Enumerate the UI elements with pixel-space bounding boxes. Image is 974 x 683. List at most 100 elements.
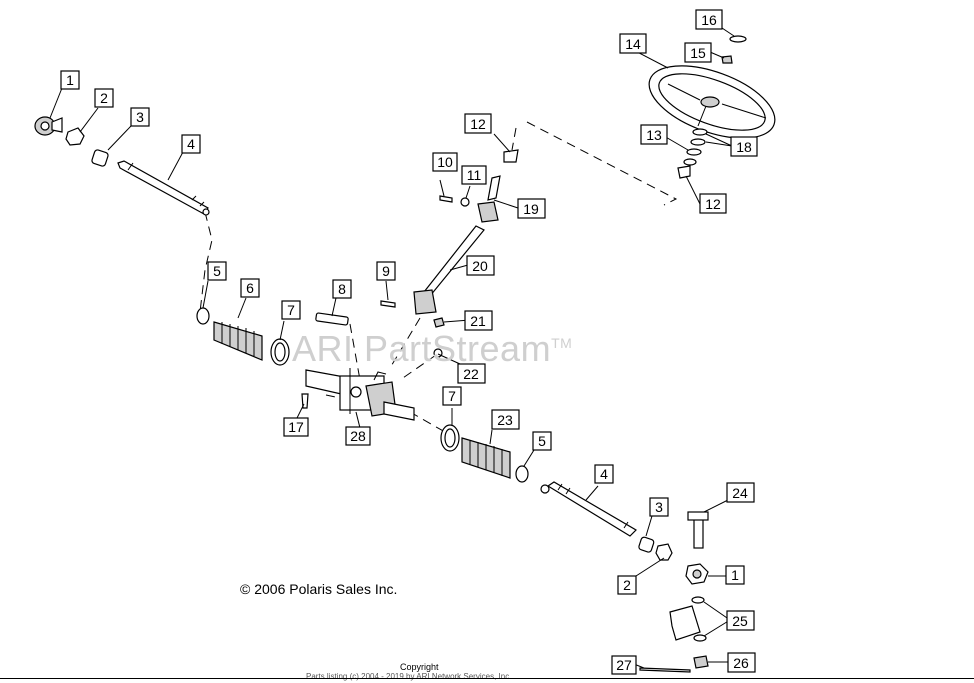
callout-1-top[interactable]: 1 [60, 70, 80, 90]
tie-rod-end-right [685, 563, 709, 585]
callout-1-bottom[interactable]: 1 [725, 565, 745, 585]
callout-16[interactable]: 16 [695, 9, 723, 30]
bolt-24 [687, 511, 709, 549]
callout-7-right[interactable]: 7 [442, 386, 462, 406]
callout-23[interactable]: 23 [491, 409, 520, 430]
svg-text:2: 2 [623, 577, 631, 593]
watermark-text: ARI PartStream [292, 328, 552, 369]
callout-20[interactable]: 20 [466, 255, 495, 276]
jam-nut-left [65, 127, 85, 146]
callout-4-bottom[interactable]: 4 [594, 464, 614, 484]
svg-text:21: 21 [470, 313, 486, 329]
copyright-notice: © 2006 Polaris Sales Inc. [240, 581, 398, 597]
svg-text:28: 28 [350, 428, 366, 444]
callout-7-left[interactable]: 7 [281, 300, 301, 320]
callout-10[interactable]: 10 [432, 152, 458, 172]
callout-3-bottom[interactable]: 3 [649, 497, 669, 517]
boot-clamp-left [91, 149, 109, 167]
lower-u-joint-20 [413, 289, 437, 315]
svg-text:27: 27 [616, 657, 632, 673]
callout-24[interactable]: 24 [726, 482, 755, 503]
svg-text:13: 13 [646, 127, 662, 143]
svg-text:2: 2 [100, 90, 108, 106]
svg-text:12: 12 [470, 116, 486, 132]
callout-22[interactable]: 22 [457, 363, 486, 384]
callout-14[interactable]: 14 [619, 33, 647, 54]
callout-4-top[interactable]: 4 [181, 134, 201, 154]
washer-13 [683, 158, 697, 166]
steering-shaft-19 [487, 175, 501, 201]
svg-text:18: 18 [736, 139, 752, 155]
callout-25[interactable]: 25 [726, 610, 755, 631]
callout-5-left[interactable]: 5 [207, 261, 227, 281]
callout-27[interactable]: 27 [611, 655, 637, 675]
callout-12-wheel[interactable]: 12 [699, 193, 727, 214]
svg-text:6: 6 [246, 280, 254, 296]
callout-9[interactable]: 9 [376, 261, 396, 281]
u-joint-19 [477, 201, 499, 223]
jam-nut-right [655, 543, 673, 561]
callout-2-bottom[interactable]: 2 [617, 575, 637, 595]
washer-11 [460, 197, 470, 207]
steering-rack-assembly [305, 368, 415, 421]
callout-18[interactable]: 18 [730, 136, 758, 157]
svg-text:24: 24 [732, 485, 748, 501]
svg-text:3: 3 [655, 499, 663, 515]
bolt-10 [439, 195, 453, 203]
callout-13[interactable]: 13 [640, 124, 668, 145]
svg-text:14: 14 [625, 36, 641, 52]
svg-text:23: 23 [497, 412, 513, 428]
watermark-trademark: TM [551, 335, 573, 351]
steering-wheel-14 [648, 65, 776, 139]
callout-11[interactable]: 11 [461, 165, 487, 185]
svg-text:3: 3 [136, 109, 144, 125]
nut-15 [721, 55, 733, 64]
clamp-small-left [196, 307, 210, 325]
assembly-dashed-lines [199, 121, 678, 433]
cotter-pin-27 [639, 667, 691, 673]
svg-text:5: 5 [538, 433, 546, 449]
svg-text:11: 11 [467, 167, 482, 183]
svg-text:17: 17 [288, 419, 304, 435]
tie-rod-end-left [34, 116, 63, 136]
svg-text:22: 22 [463, 366, 479, 382]
svg-text:1: 1 [66, 72, 74, 88]
svg-text:10: 10 [437, 154, 453, 170]
footer-copyright-heading: Copyright [400, 662, 439, 672]
callout-2-top[interactable]: 2 [94, 88, 114, 108]
svg-text:15: 15 [690, 45, 706, 61]
spacers-18 [686, 128, 708, 156]
callout-5-right[interactable]: 5 [532, 431, 552, 451]
callout-17[interactable]: 17 [283, 417, 309, 437]
svg-text:5: 5 [213, 263, 221, 279]
boot-clamp-right [638, 536, 655, 553]
callout-26[interactable]: 26 [727, 652, 756, 673]
svg-text:7: 7 [287, 302, 295, 318]
cap-16 [729, 35, 747, 43]
svg-text:20: 20 [472, 258, 488, 274]
footer-copyright-line: Parts listing (c) 2004 - 2019 by ARI Net… [306, 672, 512, 681]
callout-3-top[interactable]: 3 [130, 107, 150, 127]
rack-boot-right [461, 437, 511, 479]
svg-text:8: 8 [338, 281, 346, 297]
nut-26 [693, 655, 709, 669]
bushing-12 [677, 165, 691, 179]
svg-text:4: 4 [600, 466, 608, 482]
callout-21[interactable]: 21 [464, 310, 493, 331]
svg-text:26: 26 [733, 655, 749, 671]
callout-19[interactable]: 19 [517, 198, 546, 219]
boot-clamp-large-right [440, 424, 460, 452]
bracket-25 [669, 596, 707, 642]
callout-6[interactable]: 6 [240, 278, 260, 298]
boot-clamp-large-left [270, 338, 290, 366]
upper-bearing-12 [503, 149, 519, 163]
callout-15[interactable]: 15 [684, 42, 712, 63]
svg-text:9: 9 [382, 263, 390, 279]
inner-tie-rod-left [117, 160, 210, 216]
callout-28[interactable]: 28 [345, 426, 371, 446]
svg-text:16: 16 [701, 12, 717, 28]
callout-8[interactable]: 8 [332, 279, 352, 299]
svg-text:12: 12 [705, 196, 721, 212]
callout-12-column[interactable]: 12 [464, 113, 492, 134]
